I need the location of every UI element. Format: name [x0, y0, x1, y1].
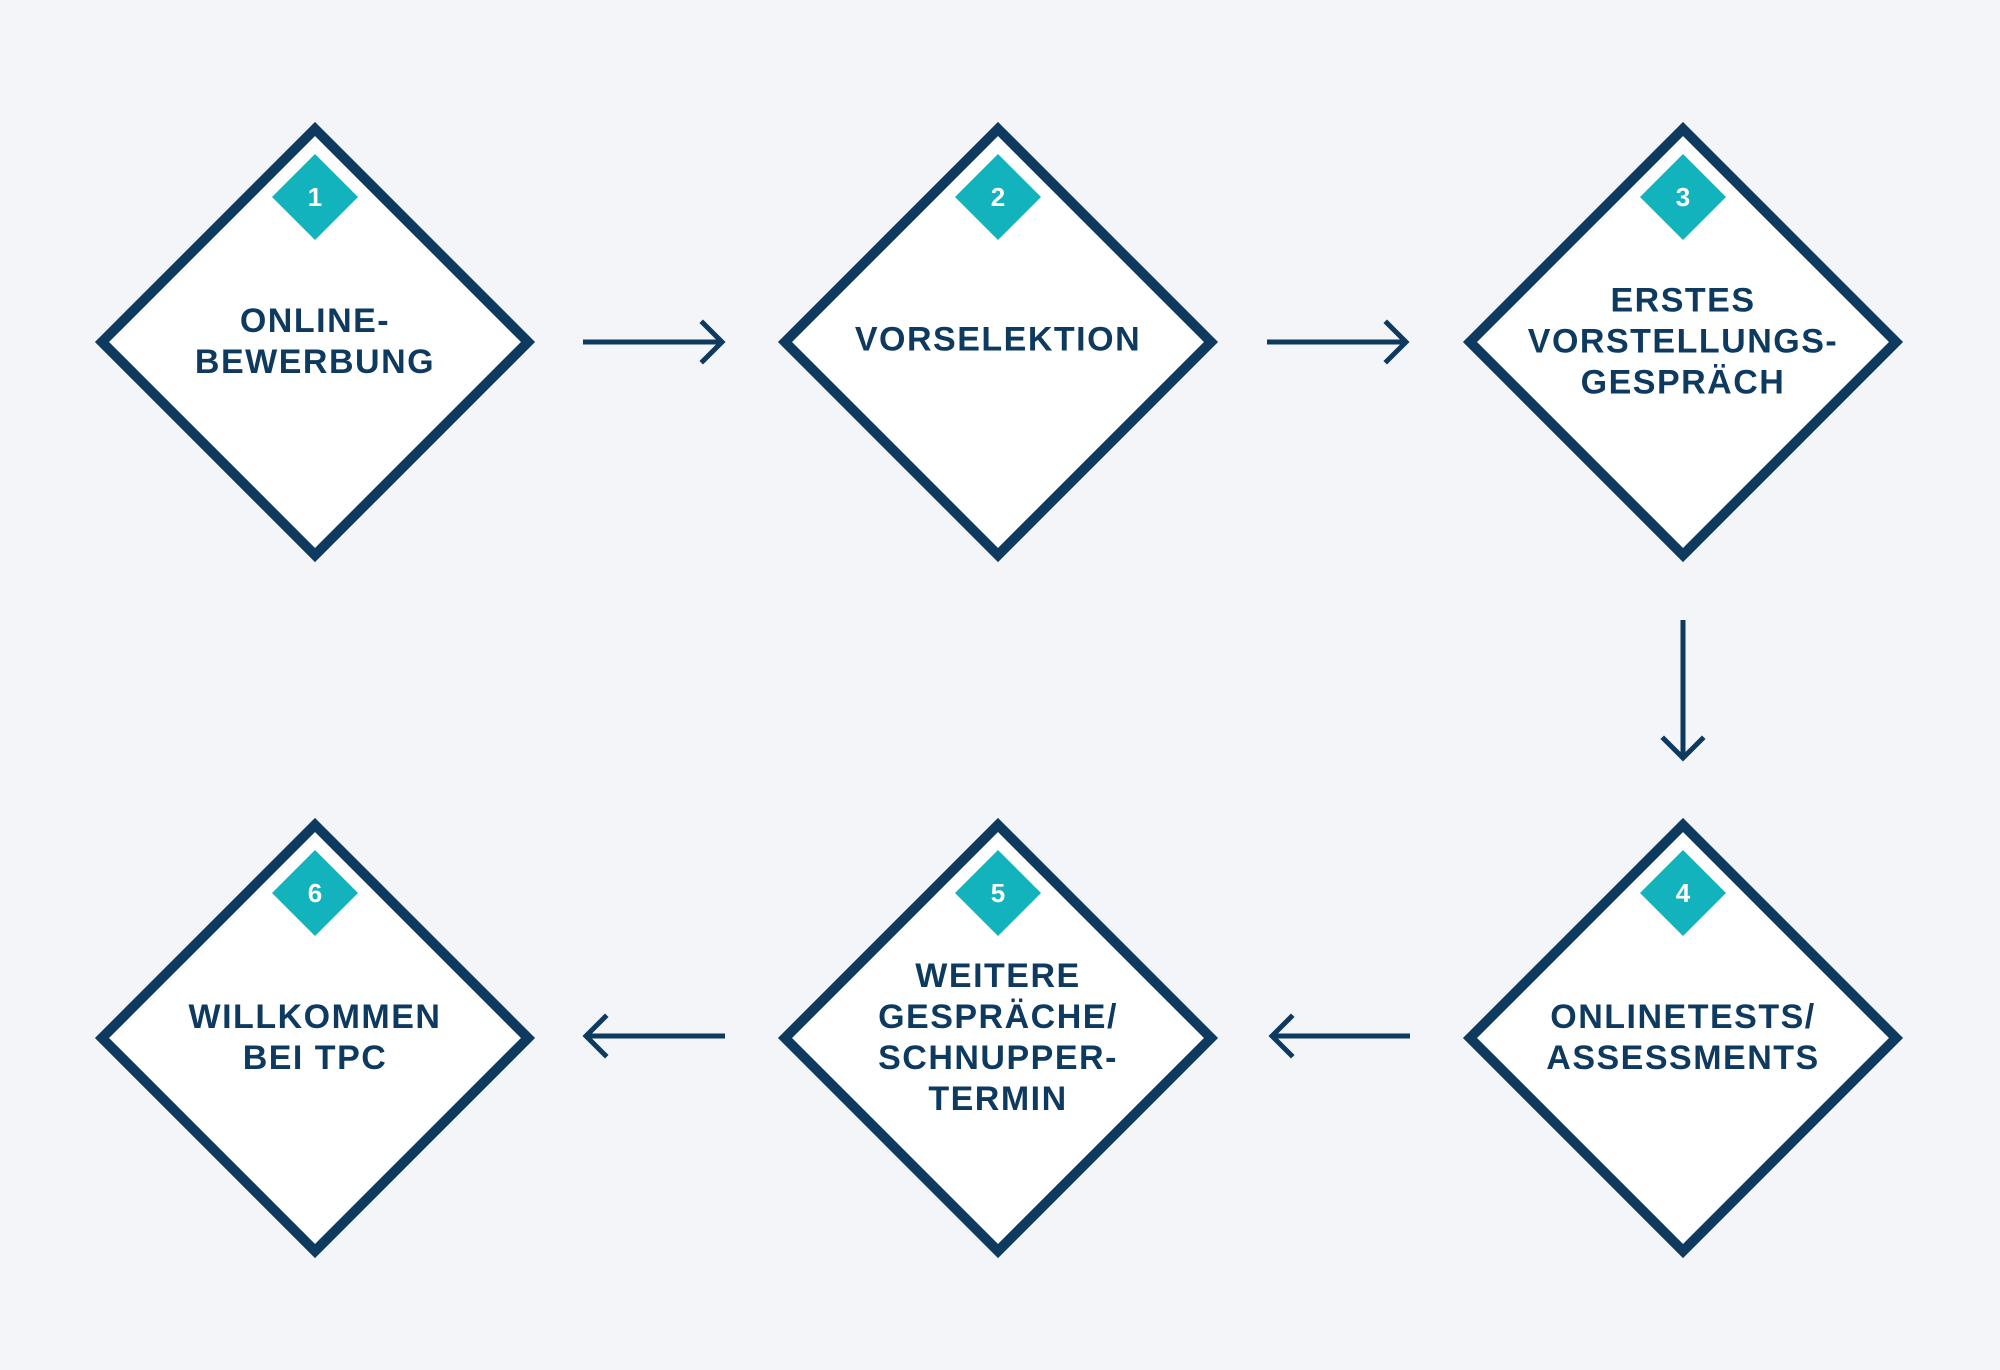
step-diamond	[94, 817, 536, 1259]
step-label-line: WILLKOMMEN	[188, 998, 442, 1036]
step-3: 3	[1462, 121, 1904, 563]
step-label-line: VORSELEKTION	[854, 320, 1142, 359]
arrow-head	[1660, 735, 1706, 762]
step-label-line: ERSTES	[1610, 281, 1756, 320]
step-6: 6	[94, 817, 536, 1259]
step-5: 5	[777, 817, 1219, 1259]
step-label-line: BEI TPC	[242, 1039, 388, 1077]
step-label-line: ONLINETESTS/	[1550, 998, 1816, 1036]
step-number: 5	[991, 878, 1005, 908]
step-4: 4	[1462, 817, 1904, 1259]
step-number-badge	[272, 850, 358, 936]
step-number-badge	[955, 850, 1041, 936]
arrow-3-to-4	[1660, 620, 1706, 762]
step-diamond	[777, 121, 1219, 563]
arrow-2-to-3	[1267, 319, 1410, 365]
step-label-line: TERMIN	[928, 1080, 1068, 1118]
step-number: 4	[1676, 878, 1691, 908]
arrow-1-to-2	[583, 319, 726, 365]
step-number: 6	[308, 878, 322, 908]
step-2: 2	[777, 121, 1219, 563]
step-label-line: GESPRÄCH	[1580, 363, 1786, 402]
step-label-line: SCHNUPPER-	[878, 1039, 1118, 1077]
step-label-line: GESPRÄCHE/	[878, 998, 1118, 1036]
step-diamond	[94, 121, 536, 563]
step-number-badge	[272, 154, 358, 240]
arrow-4-to-5	[1268, 1013, 1410, 1059]
step-label: VORSELEKTION	[828, 320, 1168, 361]
step-diamond	[1462, 121, 1904, 563]
step-label: ONLINE-BEWERBUNG	[145, 301, 485, 383]
arrow-head	[1268, 1013, 1295, 1059]
arrow-head	[582, 1013, 609, 1059]
step-label-line: WEITERE	[915, 957, 1081, 995]
step-label-line: ASSESSMENTS	[1546, 1039, 1820, 1077]
step-number: 3	[1676, 182, 1690, 212]
arrow-head	[699, 319, 726, 365]
step-1: 1	[94, 121, 536, 563]
step-label-line: VORSTELLUNGS-	[1527, 322, 1839, 361]
step-number: 1	[308, 182, 322, 212]
step-diamond	[1462, 817, 1904, 1259]
arrow-5-to-6	[582, 1013, 725, 1059]
step-number-badge	[955, 154, 1041, 240]
step-number-badge	[1640, 850, 1726, 936]
arrow-head	[1383, 319, 1410, 365]
step-label-line: BEWERBUNG	[194, 343, 436, 381]
step-label-line: ONLINE-	[239, 302, 391, 340]
step-diamond	[777, 817, 1219, 1259]
step-label: ONLINETESTS/ASSESSMENTS	[1513, 997, 1853, 1079]
step-number-badge	[1640, 154, 1726, 240]
step-number: 2	[991, 182, 1005, 212]
